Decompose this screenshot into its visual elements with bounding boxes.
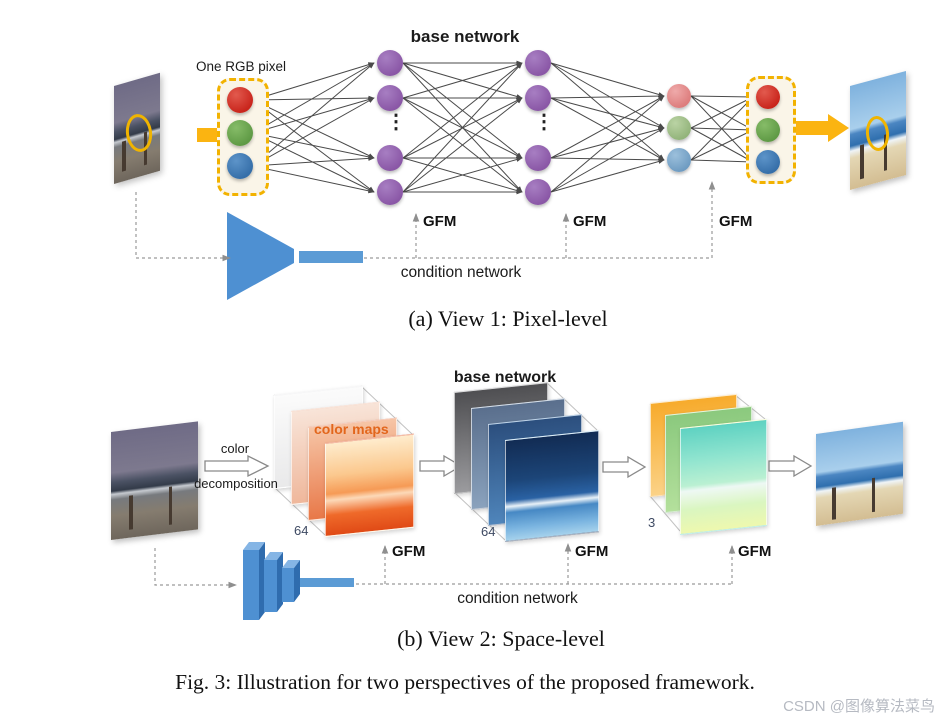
condition-dashed-paths-a xyxy=(135,181,716,262)
hidden1-node xyxy=(377,50,403,76)
channel-count-3: 3 xyxy=(648,515,656,530)
hidden1-node xyxy=(377,145,403,171)
input-photo-b xyxy=(111,421,198,540)
hidden1-ellipsis: ⋮ xyxy=(386,111,406,133)
final-node-red xyxy=(756,85,780,109)
gfm-label-b1: GFM xyxy=(392,543,426,560)
output-node-red xyxy=(667,84,691,108)
hidden2-node xyxy=(525,85,551,111)
gfm-label-b2: GFM xyxy=(575,543,609,560)
condition-dashed-paths-b xyxy=(154,543,736,589)
hidden2-node xyxy=(525,179,551,205)
panel-a-caption: (a) View 1: Pixel-level xyxy=(408,306,608,331)
stack-arrow-1-icon xyxy=(419,454,463,478)
flow-arrows-b xyxy=(204,454,813,479)
feature-layer-front xyxy=(505,430,599,542)
final-node-green xyxy=(756,118,780,142)
hidden2-node xyxy=(525,145,551,171)
stack-arrow-2-icon xyxy=(602,455,647,479)
gfm-label-a3: GFM xyxy=(719,213,753,230)
fence-post xyxy=(122,140,126,172)
color-maps-label: color maps xyxy=(314,421,389,437)
figure-caption: Fig. 3: Illustration for two perspective… xyxy=(175,670,755,694)
hidden1-node xyxy=(377,179,403,205)
csdn-watermark: CSDN @图像算法菜鸟 xyxy=(783,698,935,715)
output-node-blue xyxy=(667,148,691,172)
condition-vector-bar xyxy=(299,251,363,263)
decomposition-label: decomposition xyxy=(194,476,278,491)
fence-post xyxy=(832,487,836,520)
gfm-label-b3: GFM xyxy=(738,543,772,560)
gfm-label-a2: GFM xyxy=(573,213,607,230)
panel-b-caption: (b) View 2: Space-level xyxy=(397,626,605,651)
output-photo-b xyxy=(816,421,903,526)
input-node-blue xyxy=(227,153,253,179)
fence-post xyxy=(129,495,133,530)
input-node-red xyxy=(227,87,253,113)
decomposition-arrow-icon xyxy=(204,454,270,478)
network-connection-lines xyxy=(252,60,754,195)
color-map-layer-front xyxy=(325,433,414,537)
fence-post xyxy=(169,486,172,525)
one-rgb-pixel-label: One RGB pixel xyxy=(196,59,287,74)
condition-network-label-a: condition network xyxy=(400,264,522,281)
stack-arrow-3-icon xyxy=(768,454,813,478)
fence-post xyxy=(872,477,875,513)
base-network-title-b: base network xyxy=(453,369,557,386)
color-label: color xyxy=(220,441,250,456)
channel-count-64-a: 64 xyxy=(294,523,309,538)
gfm-label-a1: GFM xyxy=(423,213,457,230)
hidden2-node xyxy=(525,50,551,76)
channel-count-64-b: 64 xyxy=(481,524,496,539)
output-node-green xyxy=(667,116,691,140)
final-node-blue xyxy=(756,150,780,174)
fence-post xyxy=(860,144,864,180)
base-network-title-a: base network xyxy=(410,27,520,46)
output-arrow-icon xyxy=(795,114,849,142)
input-node-green xyxy=(227,120,253,146)
hidden2-ellipsis: ⋮ xyxy=(534,111,554,133)
hidden1-node xyxy=(377,85,403,111)
condition-funnel-shape xyxy=(227,212,294,300)
condition-conv-blocks xyxy=(243,542,354,620)
condition-vector-bar-b xyxy=(300,578,354,587)
out-map-layer-front xyxy=(680,418,767,535)
condition-network-label-b: condition network xyxy=(457,590,578,607)
